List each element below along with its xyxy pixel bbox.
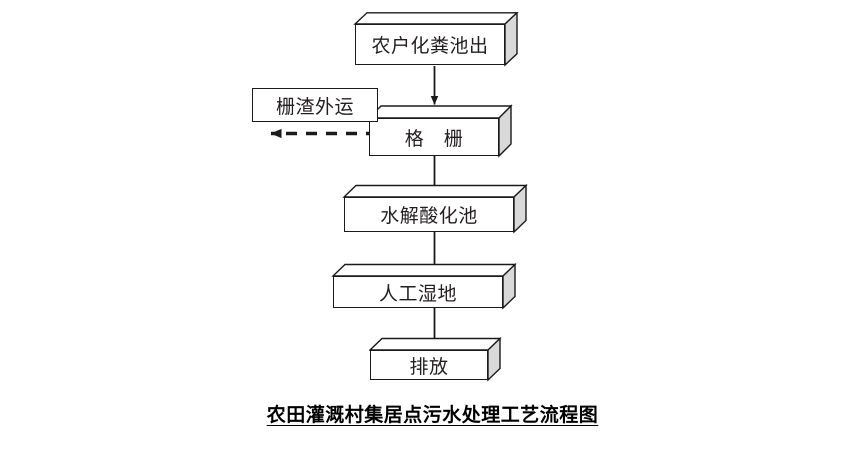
- node-septic-out[interactable]: 农户化粪池出: [343, 12, 543, 82]
- diagram-caption: 农田灌溉村集居点污水处理工艺流程图: [266, 404, 599, 426]
- septic-out-front-face: [355, 24, 505, 65]
- node-grit-removal[interactable]: 栅渣外运: [252, 88, 378, 122]
- hydrolysis-front-face: [344, 197, 514, 232]
- node-discharge[interactable]: 排放: [369, 337, 514, 393]
- node-grille[interactable]: 格 栅: [357, 104, 537, 168]
- node-hydrolysis[interactable]: 水解酸化池: [332, 184, 544, 246]
- grille-front-face: [369, 118, 499, 156]
- node-wetland[interactable]: 人工湿地: [331, 263, 533, 321]
- discharge-front-face: [370, 350, 488, 380]
- wetland-front-face: [333, 276, 503, 308]
- discharge-top-face: [369, 337, 502, 382]
